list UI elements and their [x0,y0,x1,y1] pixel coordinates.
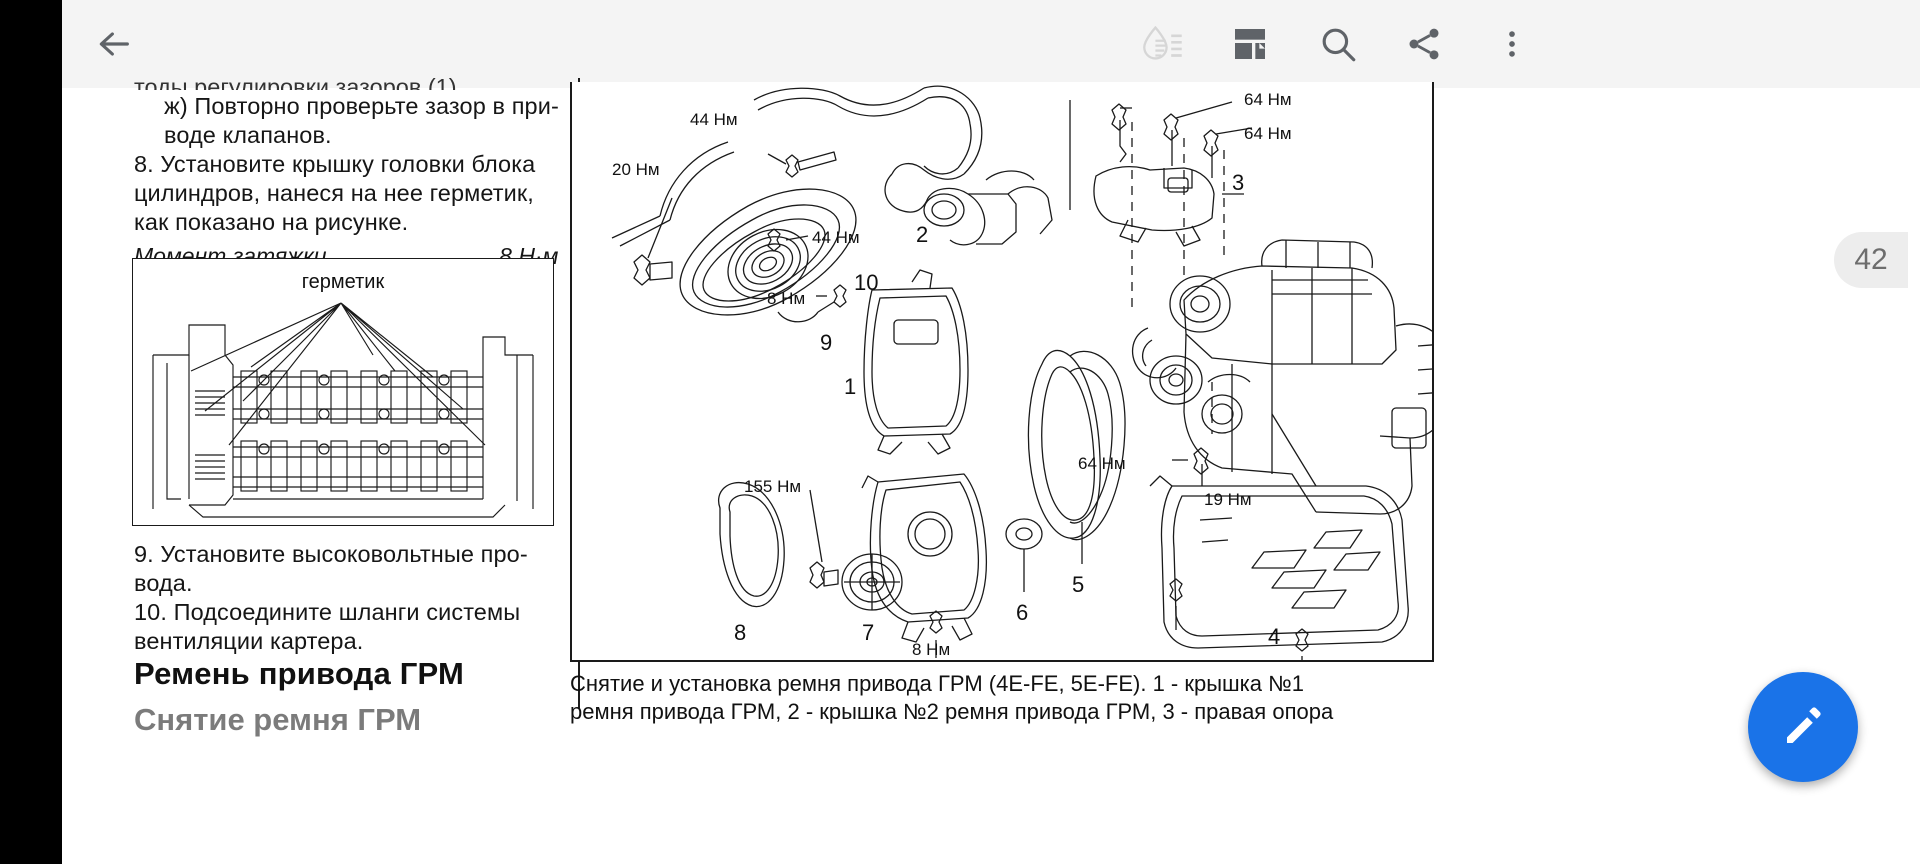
torque-label-44b: 44 Нм [812,228,860,247]
cylinder-head-figure: герметик [132,258,554,526]
callout-number-10: 10 [854,270,879,295]
torque-label-8b: 8 Нм [912,640,951,659]
left-text-column-lower: 9. Установите высоковольтные про- вода. … [134,540,566,656]
callout-number-3: 3 [1232,170,1245,195]
pencil-icon [1787,707,1821,743]
paragraph-10-line2: вентиляции картера. [134,628,364,654]
torque-label-155: 155 Нм [744,477,802,496]
paragraph-8-line1: 8. Установите крышку головки блока [134,151,536,177]
torque-label-64c: 64 Нм [1078,454,1126,473]
page-number-text: 42 [1854,243,1888,276]
search-icon [1322,28,1356,62]
torque-label-44a: 44 Нм [690,110,738,129]
callout-number-5: 5 [1072,572,1085,597]
top-toolbar [62,0,1920,88]
letterbox-left [0,0,62,864]
section-heading-next-clipped: Снятие ремня ГРМ [134,702,422,737]
search-button[interactable] [1308,14,1368,74]
callout-number-6: 6 [1016,600,1029,625]
page-layout-icon [1235,29,1265,59]
paragraph-9-line2: вода. [134,570,193,596]
torque-label-20: 20 Нм [612,160,660,179]
figure-caption: Снятие и установка ремня привода ГРМ (4E… [570,670,1450,726]
ink-reflow-button[interactable] [1132,14,1192,74]
torque-label-19: 19 Нм [1204,490,1252,509]
callout-number-4: 4 [1268,624,1281,649]
share-button[interactable] [1394,14,1454,74]
torque-label-64b: 64 Нм [1244,124,1292,143]
app-window: тоды регулировки зазоров (1). ж) Повторн… [62,0,1920,864]
callout-number-8: 8 [734,620,747,645]
callout-number-1: 1 [844,374,857,399]
paragraph-10-line1: 10. Подсоедините шланги системы [134,599,521,625]
paragraph-8-line3: как показано на рисунке. [134,209,409,235]
ink-reflow-icon [1143,25,1182,60]
page-number-badge: 42 [1834,232,1908,288]
back-arrow-icon [99,32,129,56]
paragraph-zh-line1: ж) Повторно проверьте зазор в при- [164,93,559,119]
back-button[interactable] [84,14,144,74]
figure-label-sealant: герметик [301,271,385,293]
callout-number-2: 2 [916,222,929,247]
paragraph-zh-line2: воде клапанов. [164,122,332,148]
figure-caption-line2: ремня привода ГРМ, 2 - крышка №2 ремня п… [570,699,1334,724]
torque-label-8a: 8 Нм [767,289,806,308]
share-icon [1409,28,1439,60]
edit-fab-button[interactable] [1748,672,1858,782]
paragraph-8-line2: цилиндров, нанеся на нее герметик, [134,180,534,206]
timing-belt-drawing [611,85,1432,660]
callout-number-7: 7 [862,620,875,645]
cylinder-head-drawing [152,302,534,518]
left-text-column: ж) Повторно проверьте зазор в при- воде … [134,92,564,271]
overflow-menu-icon [1509,31,1515,57]
clipped-text-line: тоды регулировки зазоров (1). [134,74,464,90]
torque-label-64a: 64 Нм [1244,90,1292,109]
timing-belt-figure: 44 Нм 20 Нм 44 Нм 8 Нм 155 Нм 8 Нм 64 Нм… [570,82,1434,662]
section-heading: Ремень привода ГРМ [134,656,464,691]
document-page[interactable]: тоды регулировки зазоров (1). ж) Повторн… [62,74,1920,864]
callout-number-9: 9 [820,330,833,355]
page-layout-button[interactable] [1220,14,1280,74]
paragraph-9-line1: 9. Установите высоковольтные про- [134,541,528,567]
figure-caption-line1: Снятие и установка ремня привода ГРМ (4E… [570,671,1304,696]
more-options-button[interactable] [1482,14,1542,74]
